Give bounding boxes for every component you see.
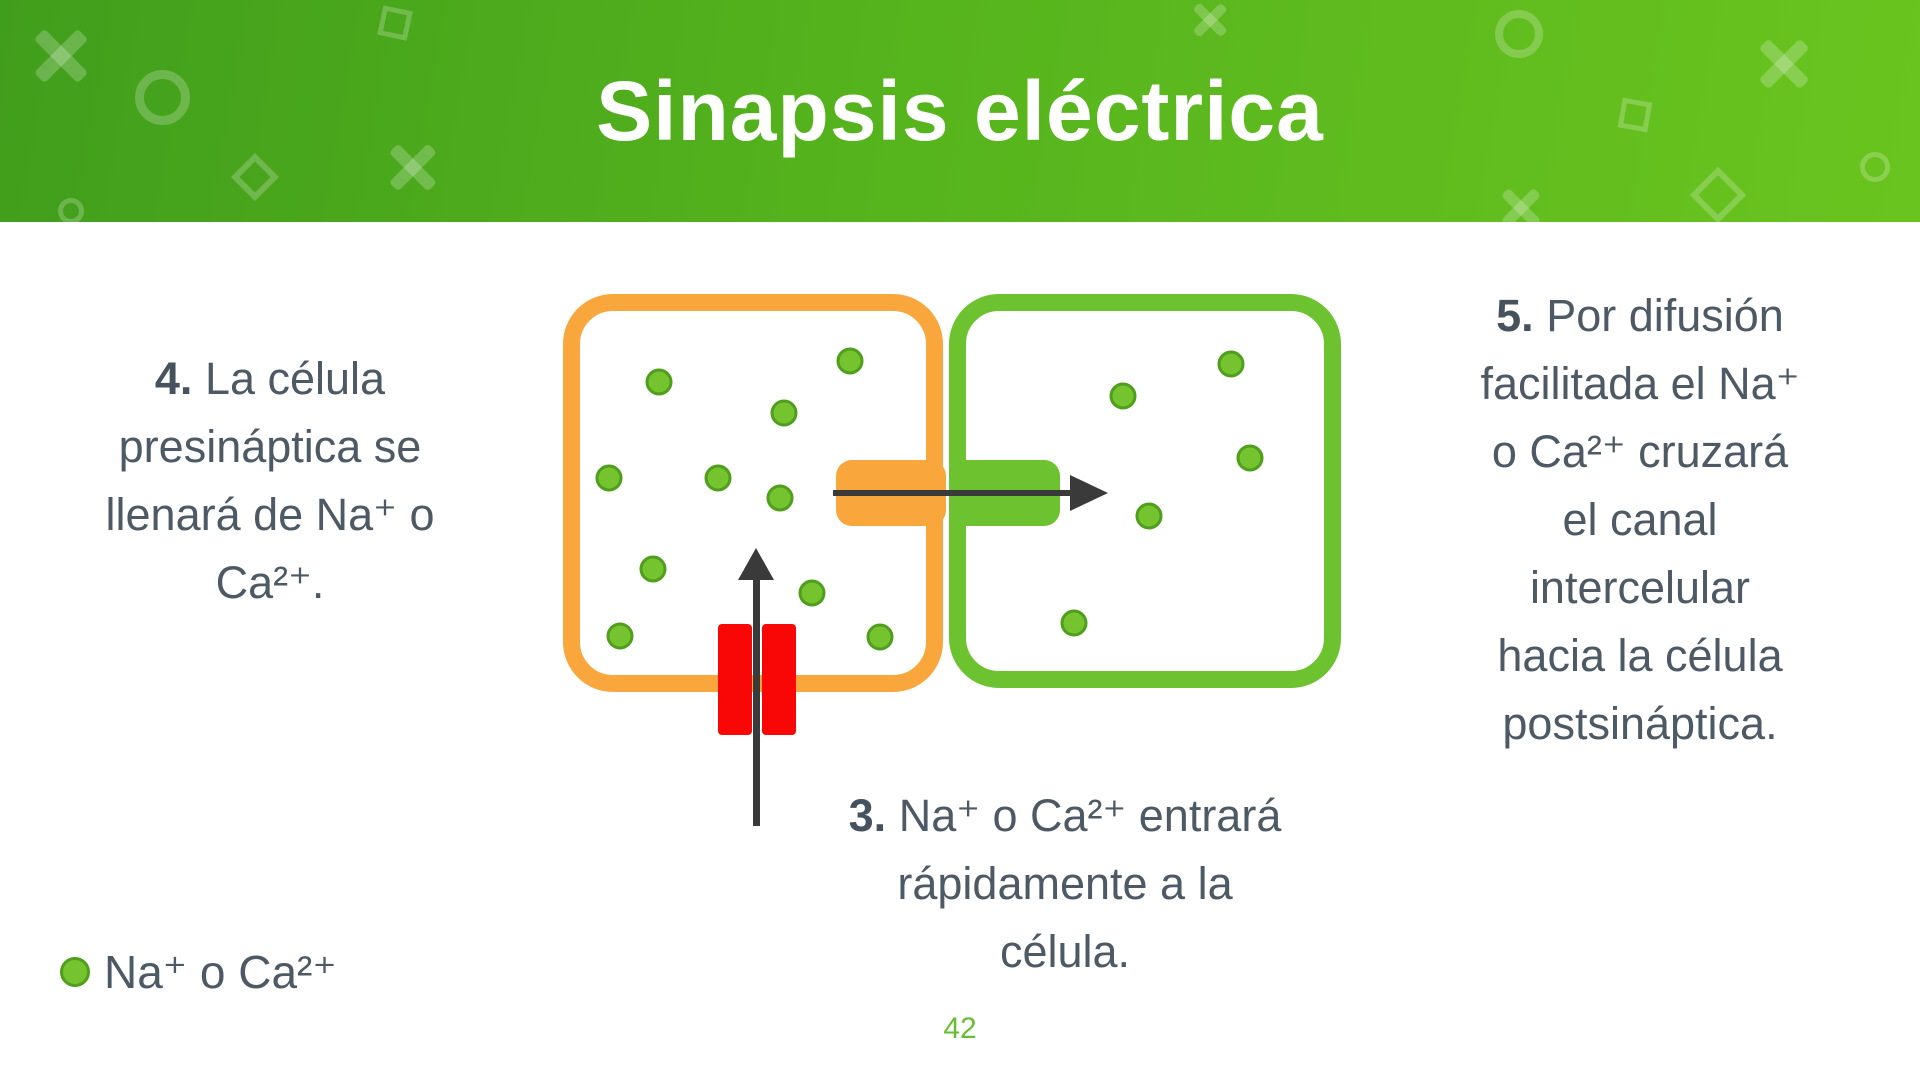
ring-icon bbox=[1860, 152, 1890, 182]
step-4-text: 4. La célula presináptica se llenará de N… bbox=[40, 345, 500, 617]
step-3-text: 3. Na⁺ o Ca²⁺ entrará rápidamente a la cé… bbox=[770, 782, 1360, 986]
ring-icon bbox=[1495, 10, 1543, 58]
x-icon bbox=[385, 140, 440, 195]
page-number: 42 bbox=[943, 1012, 977, 1045]
text-line: 5. Por difusión bbox=[1405, 282, 1875, 350]
membrane-ion-channel bbox=[762, 624, 796, 735]
ion-dot bbox=[704, 464, 732, 492]
x-icon bbox=[30, 25, 92, 87]
ion-dot bbox=[1135, 502, 1163, 530]
ion-dot bbox=[595, 464, 623, 492]
square-icon bbox=[377, 5, 413, 41]
text-line: 4. La célula bbox=[40, 345, 500, 413]
text-line: facilitada el Na⁺ bbox=[1480, 358, 1800, 409]
x-icon bbox=[1755, 35, 1813, 93]
header-banner: Sinapsis eléctrica bbox=[0, 0, 1920, 222]
ion-dot bbox=[1060, 609, 1088, 637]
membrane-ion-channel bbox=[718, 624, 752, 735]
ion-dot bbox=[1236, 444, 1264, 472]
text-line: hacia la célula bbox=[1497, 630, 1783, 681]
text-line: o Ca²⁺ cruzará bbox=[1491, 426, 1789, 477]
ion-dot bbox=[798, 579, 826, 607]
text-lines: facilitada el Na⁺ o Ca²⁺ cruzará el canal i… bbox=[1405, 350, 1875, 758]
step-number: 3. bbox=[848, 790, 887, 841]
ion-entry-arrow-up bbox=[753, 578, 760, 826]
ion-dot bbox=[1109, 382, 1137, 410]
square-icon bbox=[1617, 97, 1653, 133]
ion-dot bbox=[606, 622, 634, 650]
text-line: intercelular bbox=[1529, 562, 1751, 613]
x-icon bbox=[1190, 0, 1230, 40]
ion-dot bbox=[836, 347, 864, 375]
text-lines: rápidamente a la célula. bbox=[770, 850, 1360, 986]
text-line: 3. Na⁺ o Ca²⁺ entrará bbox=[770, 782, 1360, 850]
text-line-part: Por difusión bbox=[1533, 290, 1784, 341]
step-number: 4. bbox=[154, 353, 193, 404]
ring-icon bbox=[58, 198, 84, 222]
text-line: el canal bbox=[1562, 494, 1718, 545]
text-line: célula. bbox=[999, 926, 1131, 977]
ion-dot bbox=[1217, 350, 1245, 378]
legend-label: Na⁺ o Ca²⁺ bbox=[104, 946, 337, 998]
ion-entry-arrow-up-head bbox=[738, 548, 774, 580]
ion-dot bbox=[639, 555, 667, 583]
text-line: Ca²⁺. bbox=[215, 557, 325, 608]
slide-title: Sinapsis eléctrica bbox=[596, 63, 1324, 158]
step-5-text: 5. Por difusión facilitada el Na⁺ o Ca²⁺ … bbox=[1405, 282, 1875, 758]
step-number: 5. bbox=[1496, 290, 1534, 341]
ring-icon bbox=[135, 70, 190, 125]
ion-dot bbox=[645, 368, 673, 396]
ion-dot bbox=[866, 623, 894, 651]
ion-dot bbox=[770, 399, 798, 427]
text-lines: presináptica se llenará de Na⁺ o Ca²⁺. bbox=[40, 413, 500, 617]
ion-flow-arrow-right-head bbox=[1070, 475, 1108, 511]
ion-legend-dot-icon bbox=[60, 957, 90, 987]
ion-flow-arrow-right bbox=[833, 490, 1073, 496]
legend: Na⁺ o Ca²⁺ bbox=[60, 945, 337, 999]
text-line: llenará de Na⁺ o bbox=[105, 489, 435, 540]
text-line: rápidamente a la bbox=[897, 858, 1233, 909]
text-line-part: La célula bbox=[192, 353, 386, 404]
ion-dot bbox=[766, 484, 794, 512]
text-line: postsináptica. bbox=[1502, 698, 1778, 749]
text-line: presináptica se bbox=[118, 421, 422, 472]
text-line-part: Na⁺ o Ca²⁺ entrará bbox=[886, 790, 1282, 841]
x-icon bbox=[1498, 185, 1544, 222]
